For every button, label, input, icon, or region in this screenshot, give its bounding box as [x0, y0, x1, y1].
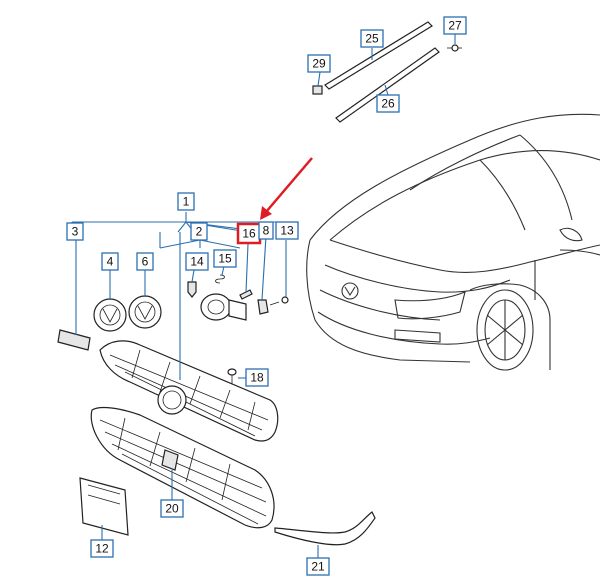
callout-label-21: 21	[306, 557, 330, 576]
callout-label-3: 3	[66, 222, 84, 241]
callout-box	[306, 557, 330, 576]
callout-box	[185, 252, 209, 271]
car-illustration	[306, 113, 600, 371]
callout-box	[443, 16, 467, 35]
callout-number: 1	[183, 195, 190, 209]
callout-number: 26	[381, 97, 395, 111]
callout-number: 15	[218, 252, 232, 266]
callout-number: 6	[142, 255, 149, 269]
callout-label-26: 26	[376, 94, 400, 113]
callout-label-29: 29	[307, 54, 331, 73]
callout-box	[136, 252, 154, 271]
callout-label-15: 15	[213, 249, 237, 268]
callout-number: 3	[72, 225, 79, 239]
callout-label-16: 16	[236, 222, 262, 245]
callout-label-18: 18	[245, 368, 269, 387]
callout-number: 8	[263, 224, 270, 238]
callout-box	[245, 368, 269, 387]
callout-number: 27	[448, 19, 462, 33]
callout-number: 12	[95, 542, 109, 556]
callout-label-4: 4	[101, 252, 119, 271]
callout-label-8: 8	[258, 221, 274, 240]
callout-label-6: 6	[136, 252, 154, 271]
callout-label-27: 27	[443, 16, 467, 35]
callout-label-25: 25	[360, 29, 384, 48]
callout-box	[66, 222, 84, 241]
callout-box	[258, 221, 274, 240]
callout-number: 21	[311, 560, 325, 574]
callout-box	[360, 29, 384, 48]
callout-box	[190, 222, 208, 241]
callout-box	[101, 252, 119, 271]
callout-label-20: 20	[160, 499, 184, 518]
highlight-arrow	[260, 157, 313, 220]
callout-label-2: 2	[190, 222, 208, 241]
callout-box	[307, 54, 331, 73]
callout-label-1: 1	[177, 192, 195, 211]
callout-number: 18	[250, 371, 264, 385]
callout-number: 25	[365, 32, 379, 46]
callout-box	[376, 94, 400, 113]
grille-parts	[57, 274, 376, 546]
callout-number: 14	[190, 255, 204, 269]
callout-number: 20	[165, 502, 179, 516]
callout-number: 4	[107, 255, 114, 269]
callout-box	[177, 192, 195, 211]
callout-label-14: 14	[185, 252, 209, 271]
callout-number: 16	[242, 227, 256, 241]
callout-number: 13	[280, 224, 294, 238]
callout-box	[160, 499, 184, 518]
callout-label-13: 13	[275, 221, 299, 240]
callout-number: 29	[312, 57, 326, 71]
callout-box	[90, 539, 114, 558]
callout-number: 2	[196, 225, 203, 239]
callout-label-12: 12	[90, 539, 114, 558]
callout-box	[213, 249, 237, 268]
roof-trim-parts	[312, 21, 462, 123]
callout-box	[275, 221, 299, 240]
